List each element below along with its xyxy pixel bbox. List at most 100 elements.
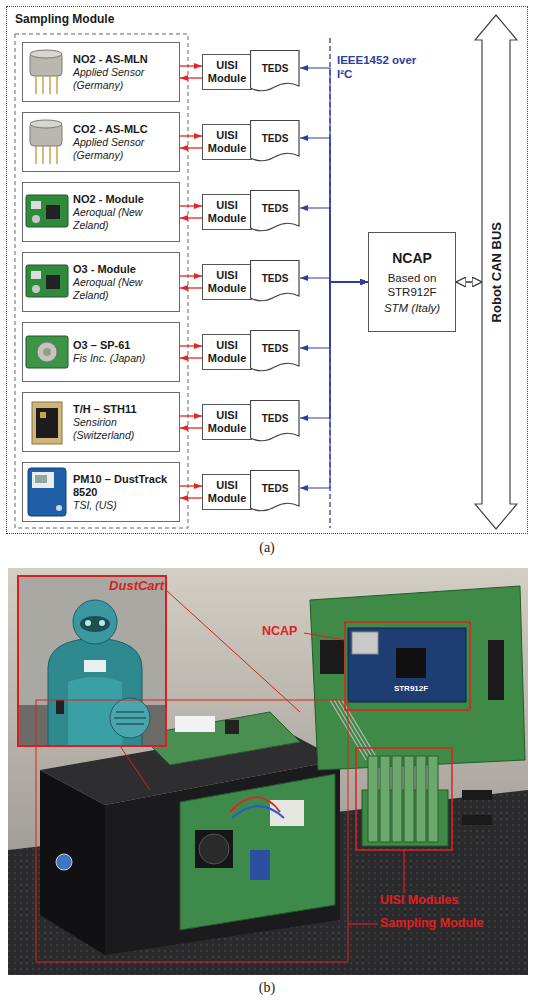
teds-document: TEDS (250, 120, 300, 164)
interface-module: UISI Module (202, 54, 252, 90)
sensor-board (26, 336, 68, 368)
node-content: TEDS (250, 120, 300, 156)
robot-button (56, 700, 64, 714)
wire (232, 806, 284, 818)
signal-arrow (180, 415, 202, 416)
fan-blades (199, 834, 229, 864)
ncap-frame (345, 622, 470, 710)
capacitor (250, 850, 270, 880)
part-label: (b) (242, 980, 292, 996)
sensor-group-frame (15, 34, 188, 528)
node-text: Based on STR912F (373, 272, 451, 300)
interface-module: UISI Module (202, 124, 252, 160)
uisi-frame (356, 748, 452, 850)
sampling-frame (36, 700, 348, 962)
robot-eye (85, 620, 91, 626)
bus-link (300, 282, 368, 348)
bus-link (300, 68, 368, 282)
interface-module: UISI Module (202, 264, 252, 300)
header (462, 815, 492, 825)
signal-arrow (180, 205, 202, 206)
humidity-chip (32, 402, 62, 444)
node-text: TSI, (US) (73, 499, 117, 512)
sensor-cap (30, 50, 62, 58)
node-text: Aeroqual (New Zeland) (73, 206, 176, 231)
node-content: Robot CAN BUS (474, 14, 518, 530)
uisi-card (368, 756, 378, 842)
chip-window (40, 412, 46, 418)
teds-document: TEDS (250, 470, 300, 514)
interface-module: UISI Module (202, 334, 252, 370)
node-heading: TEDS (262, 273, 289, 284)
robot-head (73, 600, 117, 644)
sensor-mesh (43, 348, 51, 356)
board-part (32, 215, 40, 223)
robot-screen (84, 660, 106, 672)
signal-arrow (180, 485, 202, 486)
node-heading: UISI Module (203, 199, 251, 224)
str912-board (348, 628, 466, 702)
sensor-box: O3 – SP-61Fis Inc. (Japan) (22, 322, 180, 382)
node-outline (251, 51, 300, 91)
bus-link (300, 282, 368, 418)
node-heading: O3 – SP-61 (73, 339, 130, 352)
metal-can-sensor (30, 50, 62, 94)
sensor-box: CO2 - AS-MLCApplied Sensor (Germany) (22, 112, 180, 172)
node-content: O3 - ModuleAeroqual (New Zeland) (23, 253, 179, 311)
signal-arrow (180, 287, 202, 288)
node-content: NCAPBased on STR912FSTM (Italy) (369, 233, 455, 331)
uisi-card (380, 756, 390, 842)
signal-arrow (180, 147, 202, 148)
node-content: TEDS (250, 190, 300, 226)
node-outline (251, 331, 300, 371)
node-content: Sampling Module (15, 12, 114, 26)
fan (195, 830, 233, 868)
uisi-card (392, 756, 402, 842)
monitor-case (28, 468, 66, 516)
robot-visor (80, 616, 110, 632)
node-text: Applied Sensor (Germany) (73, 136, 176, 161)
pcb-can-sensor (26, 336, 68, 368)
monitor-inlet (56, 505, 62, 511)
node-content: O3 – SP-61Fis Inc. (Japan) (23, 323, 179, 381)
callout-label: UISI Modules (380, 893, 510, 907)
node-content: UISI Module (203, 195, 251, 229)
teds-document: TEDS (250, 50, 300, 94)
node-content: NO2 - ModuleAeroqual (New Zeland) (23, 183, 179, 241)
signal-arrow (180, 357, 202, 358)
node-outline (251, 121, 300, 161)
signal-arrow (180, 275, 202, 276)
monitor-display (35, 475, 47, 483)
node-heading: O3 - Module (73, 263, 136, 276)
node-content: TEDS (250, 400, 300, 436)
node-heading: Sampling Module (15, 12, 114, 26)
air-inlet (56, 854, 72, 870)
pcb-sensor (26, 265, 68, 297)
node-content: TEDS (250, 330, 300, 366)
robot-hatch (110, 698, 150, 738)
node-outline (251, 401, 300, 441)
callout-label: NCAP (262, 624, 306, 638)
sensor-can (37, 342, 57, 362)
node-text: Aeroqual (New Zeland) (73, 276, 176, 301)
sensor-box: NO2 - AS-MLNApplied Sensor (Germany) (22, 42, 180, 102)
node-heading: NO2 - Module (73, 193, 144, 206)
node-text: STM (Italy) (384, 302, 440, 314)
ribbon-cable (330, 700, 378, 760)
node-content: TEDS (250, 50, 300, 86)
node-content: CO2 - AS-MLCApplied Sensor (Germany) (23, 113, 179, 171)
bus-label: IEEE1452 over I²C (337, 54, 423, 82)
photo-wall (8, 568, 528, 975)
board-part (31, 201, 41, 209)
node-content: T/H – STH11Sensirion (Switzerland) (23, 393, 179, 451)
node-outline (251, 191, 300, 231)
bus-link (300, 138, 368, 282)
node-heading: TEDS (262, 133, 289, 144)
node-heading: PM10 – DustTrack 8520 (73, 473, 176, 499)
node-heading: UISI Module (203, 339, 251, 364)
node-content: UISI Module (203, 125, 251, 159)
board-chip (46, 275, 60, 289)
interface-module: UISI Module (202, 404, 252, 440)
node-heading: UISI Module (203, 129, 251, 154)
